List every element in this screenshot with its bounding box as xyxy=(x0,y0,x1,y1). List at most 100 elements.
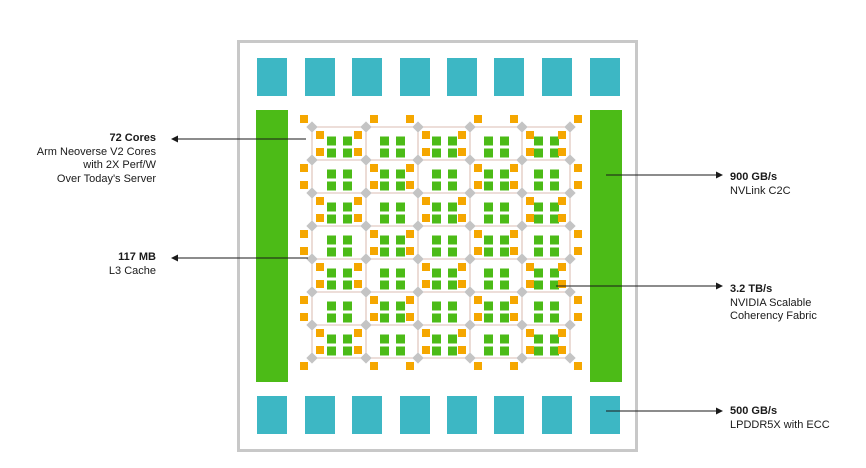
mesh-node xyxy=(464,352,476,364)
memory-block-bottom-8 xyxy=(590,396,620,434)
core-tile xyxy=(396,301,405,311)
cache-slice xyxy=(474,247,482,255)
cache-slice xyxy=(300,164,308,172)
core-tile xyxy=(500,247,509,257)
core-tile xyxy=(396,334,405,344)
core-tile xyxy=(343,313,352,323)
core-tile xyxy=(534,334,543,344)
memory-block-top-6 xyxy=(494,58,524,96)
cache-slice xyxy=(558,148,566,156)
core-tile xyxy=(432,247,441,257)
cache-slice xyxy=(558,197,566,205)
cores-desc-line-3: Over Today's Server xyxy=(56,172,156,185)
core-tile xyxy=(550,148,559,158)
cache-slice xyxy=(300,181,308,189)
cache-slice xyxy=(354,197,362,205)
cache-slice xyxy=(526,346,534,354)
core-tile xyxy=(343,268,352,278)
memory-block-bottom-4 xyxy=(400,396,430,434)
memory-block-top-1 xyxy=(257,58,287,96)
core-tile xyxy=(534,235,543,245)
cache-slice xyxy=(406,313,414,321)
core-tile xyxy=(448,148,457,158)
mesh-node xyxy=(516,187,528,199)
nvlink-desc-line-1: NVLink C2C xyxy=(730,184,791,197)
cache-slice xyxy=(370,362,378,370)
core-tile xyxy=(343,169,352,179)
cache-slice xyxy=(526,263,534,271)
core-tile xyxy=(448,334,457,344)
cache-slice xyxy=(300,313,308,321)
core-tile xyxy=(327,346,336,356)
fabric-desc-line-2: Coherency Fabric xyxy=(730,310,817,322)
cache-slice xyxy=(354,148,362,156)
core-tile xyxy=(484,301,493,311)
cache-slice xyxy=(354,346,362,354)
core-tile xyxy=(396,235,405,245)
core-tile xyxy=(380,280,389,290)
core-tile xyxy=(484,313,493,323)
cache-slice xyxy=(574,313,582,321)
core-tile xyxy=(500,202,509,212)
cache-slice xyxy=(474,164,482,172)
cache-slice xyxy=(406,164,414,172)
cache-annotation: 117 MB L3 Cache xyxy=(6,251,156,278)
cache-slice xyxy=(574,247,582,255)
cache-slice xyxy=(510,247,518,255)
cores-desc-line-2: with 2X Perf/W xyxy=(83,159,156,171)
core-tile xyxy=(484,202,493,212)
core-tile xyxy=(432,334,441,344)
core-tile xyxy=(534,136,543,146)
cache-slice xyxy=(474,313,482,321)
core-tile xyxy=(484,334,493,344)
cache-slice xyxy=(370,115,378,123)
memory-block-bottom-1 xyxy=(257,396,287,434)
mesh-node xyxy=(412,286,424,298)
core-tile xyxy=(327,313,336,323)
cache-slice xyxy=(574,115,582,123)
cache-slice xyxy=(316,263,324,271)
core-tile xyxy=(500,346,509,356)
cache-slice xyxy=(474,362,482,370)
core-tile xyxy=(484,346,493,356)
cache-slice xyxy=(510,181,518,189)
core-tile xyxy=(327,202,336,212)
core-tile xyxy=(550,214,559,224)
mesh-node xyxy=(306,319,318,331)
core-tile xyxy=(534,268,543,278)
core-tile xyxy=(500,136,509,146)
cache-slice xyxy=(474,181,482,189)
core-tile xyxy=(343,181,352,191)
core-tile xyxy=(448,136,457,146)
core-tile xyxy=(396,214,405,224)
core-tile xyxy=(327,301,336,311)
core-tile xyxy=(343,202,352,212)
core-tile xyxy=(380,181,389,191)
mesh-node xyxy=(464,220,476,232)
mesh-node xyxy=(516,154,528,166)
cache-slice xyxy=(574,230,582,238)
cache-slice xyxy=(422,346,430,354)
core-tile xyxy=(550,334,559,344)
cache-slice xyxy=(526,214,534,222)
mesh-node xyxy=(412,187,424,199)
core-tile xyxy=(534,280,543,290)
cache-slice xyxy=(316,148,324,156)
cache-slice xyxy=(422,214,430,222)
mesh-node xyxy=(516,319,528,331)
mesh-node xyxy=(464,286,476,298)
core-tile xyxy=(343,214,352,224)
core-tile xyxy=(500,268,509,278)
core-tile xyxy=(484,181,493,191)
cache-slice xyxy=(510,164,518,172)
core-tile xyxy=(380,247,389,257)
core-tile xyxy=(534,247,543,257)
cache-slice xyxy=(574,181,582,189)
core-tile xyxy=(380,136,389,146)
core-tile xyxy=(396,148,405,158)
core-tile xyxy=(534,346,543,356)
mesh-node xyxy=(464,319,476,331)
mesh-node xyxy=(306,352,318,364)
core-tile xyxy=(327,235,336,245)
core-tile xyxy=(432,301,441,311)
